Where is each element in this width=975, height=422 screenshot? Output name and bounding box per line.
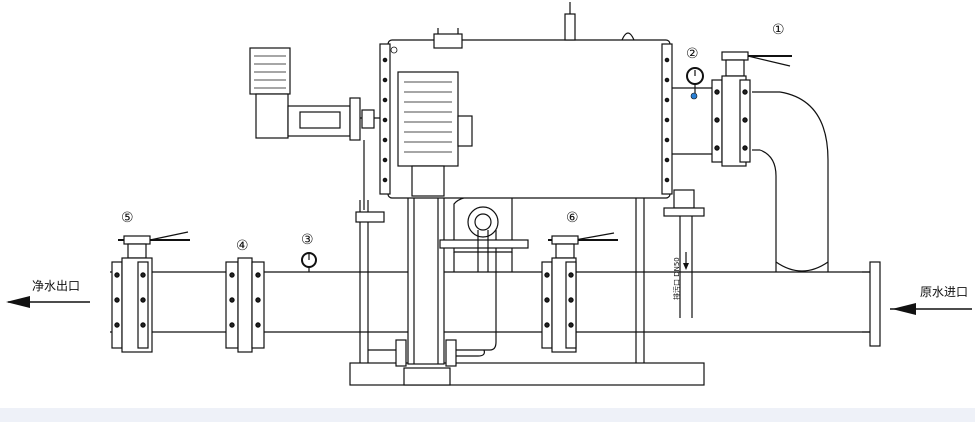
footer-band: [0, 408, 975, 422]
marker-5: ⑤: [121, 210, 134, 226]
inlet-pipe-elbow: [672, 87, 829, 272]
valve-6: [541, 232, 618, 353]
main-pipe: [110, 271, 873, 333]
flange-4: [225, 257, 265, 353]
marker-2: ②: [686, 46, 699, 62]
pump-column: [368, 183, 497, 367]
marker-6: ⑥: [566, 210, 579, 226]
pressure-gauge-3: [301, 252, 317, 272]
pump-volute: [439, 195, 529, 272]
pressure-gauge-2: [686, 67, 704, 100]
outlet-label: 净水出口: [32, 279, 80, 293]
outlet-arrow: [6, 296, 90, 308]
valve-1: [711, 51, 792, 167]
marker-4: ④: [236, 238, 249, 254]
equipment-base: [349, 180, 705, 386]
drain-pipe: [663, 189, 705, 318]
inlet-label: 原水进口: [920, 285, 968, 299]
marker-1: ①: [772, 22, 785, 38]
water-treatment-equipment-diagram: 净水出口 原水进口 ⑤ ④ ③: [6, 2, 972, 386]
drain-label: 排污口 DN50: [672, 257, 681, 300]
side-motor: [249, 47, 385, 223]
valve-5: [111, 231, 190, 353]
inlet-end-flange: [862, 261, 881, 347]
marker-3: ③: [301, 232, 314, 248]
tank-motor: [397, 71, 473, 197]
inlet-arrow: [890, 303, 972, 315]
